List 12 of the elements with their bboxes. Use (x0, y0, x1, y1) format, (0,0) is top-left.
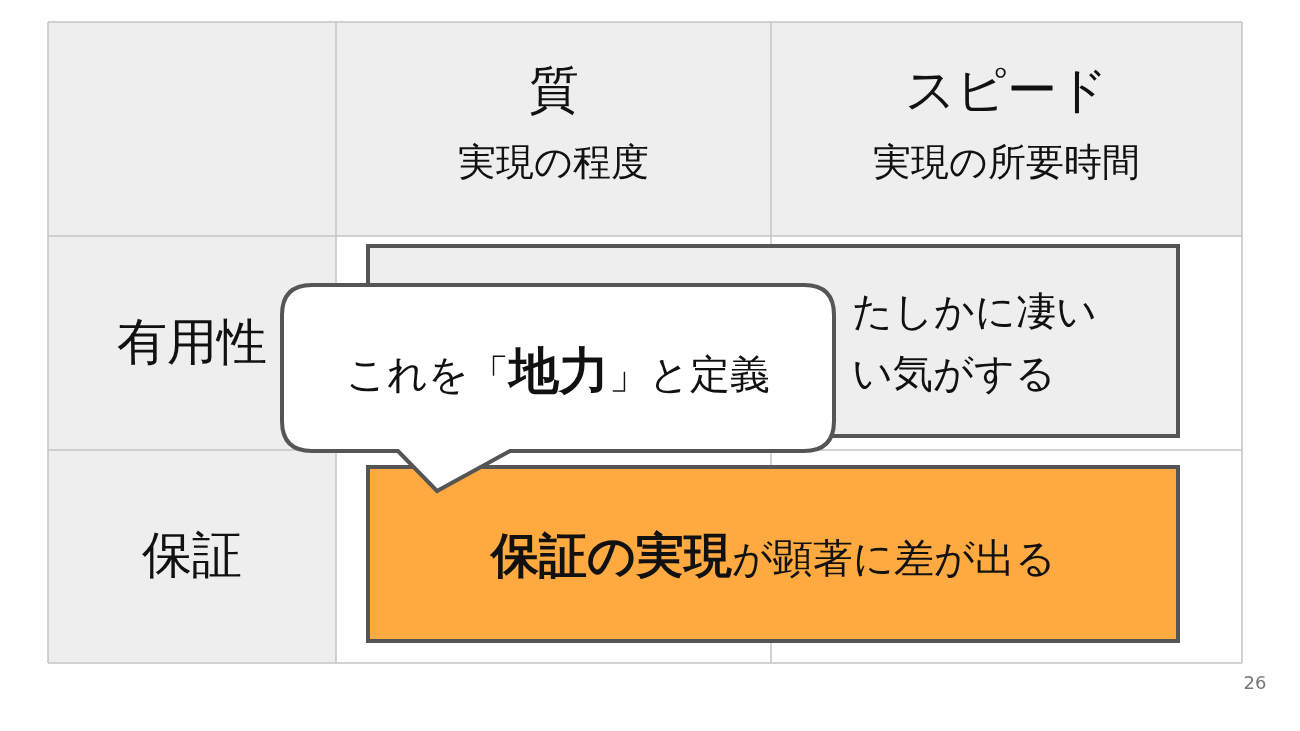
callout-text: これを「地力」と定義 (345, 341, 771, 402)
column-heading: スピード (904, 60, 1109, 120)
box-text: 保証の実現が顕著に差が出る (489, 526, 1057, 585)
highlight-box (366, 465, 1180, 643)
row-heading: 保証 (141, 525, 243, 585)
column-subheading: 実現の程度 (457, 140, 650, 186)
callout-tooltip (280, 283, 836, 495)
page-number: 26 (1242, 672, 1268, 694)
column-heading: 質 (527, 60, 580, 120)
box-text: たしかに凄いい気がする (852, 287, 1098, 398)
column-subheading: 実現の所要時間 (872, 140, 1141, 186)
row-heading: 有用性 (116, 312, 268, 372)
